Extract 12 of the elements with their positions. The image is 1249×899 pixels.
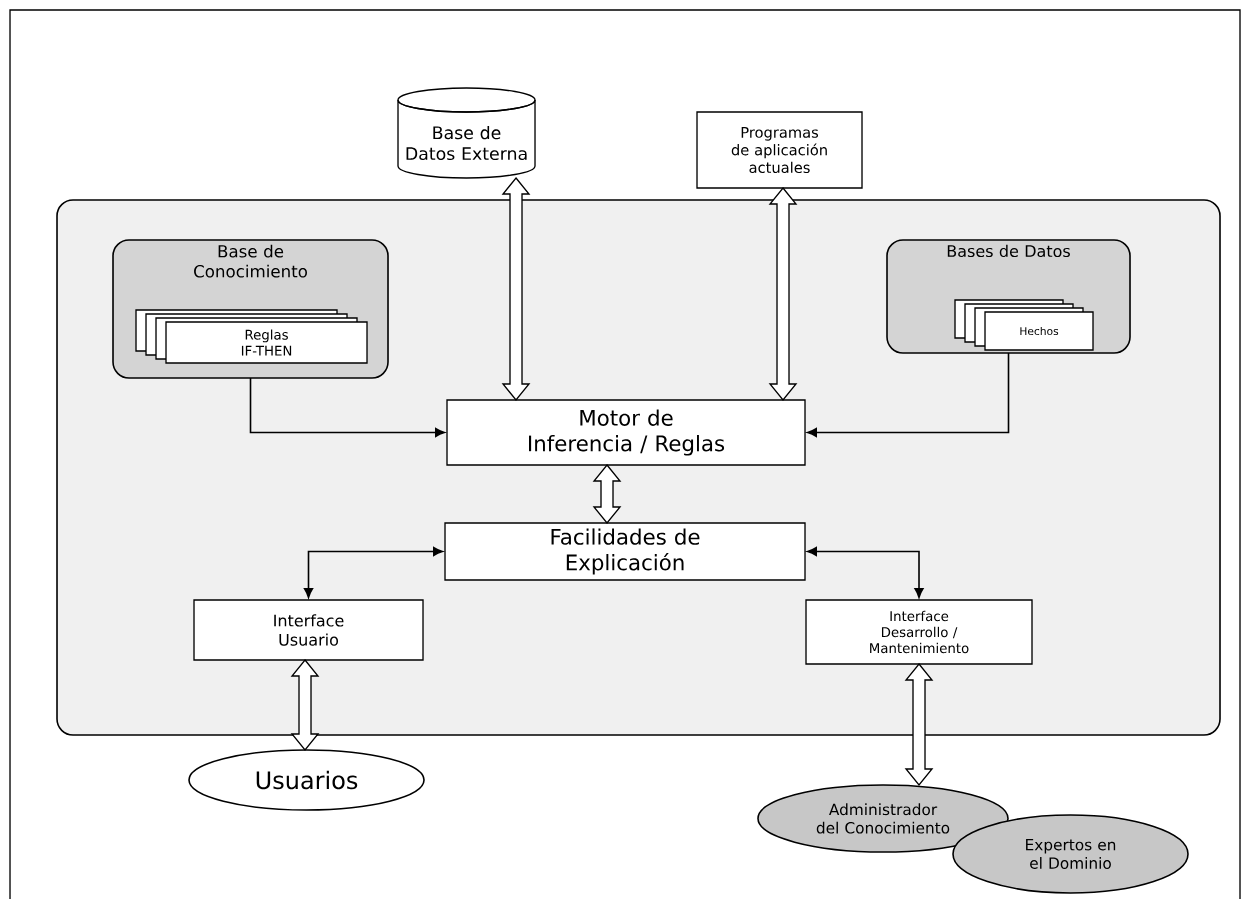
arrow <box>807 546 924 598</box>
arrow <box>807 352 1010 438</box>
arrow <box>303 546 443 598</box>
database-cylinder: Base de Datos Externa <box>397 87 536 179</box>
process-box: Interface Usuario <box>193 599 424 661</box>
process-box: Facilidades de Explicación <box>444 522 806 581</box>
card-stack: Hechos <box>954 299 1094 351</box>
process-box: Interface Desarrollo / Mantenimiento <box>805 599 1033 665</box>
arrow <box>249 377 445 438</box>
process-box: Motor de Inferencia / Reglas <box>446 399 806 466</box>
process-box: Programas de aplicación actuales <box>696 111 863 189</box>
card-stack: Reglas IF-THEN <box>135 309 368 364</box>
